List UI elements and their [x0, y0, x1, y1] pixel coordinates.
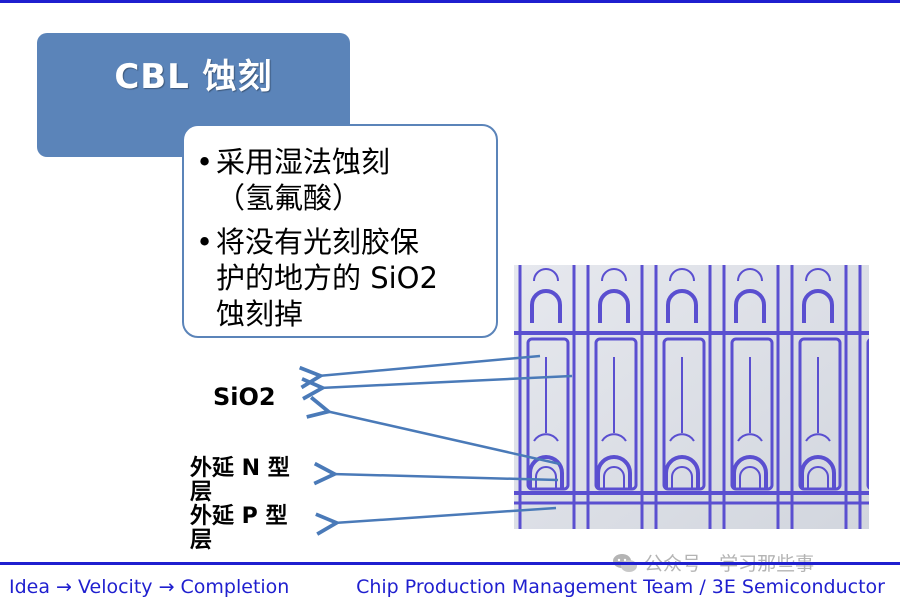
microscope-structure	[666, 289, 698, 323]
microscope-structure	[662, 337, 706, 491]
arrow-n-layer	[332, 474, 559, 480]
microscope-structure	[737, 433, 763, 442]
arrow-sio2-2	[320, 374, 573, 388]
microscope-structure	[800, 455, 836, 489]
microscope-structure	[669, 268, 695, 282]
bullet-text: 将没有光刻胶保 护的地方的 SiO2 蚀刻掉	[216, 225, 438, 331]
microscope-structure	[533, 433, 559, 442]
microscope-structure	[601, 268, 627, 282]
bottom-rule	[0, 562, 900, 565]
microscope-structure	[798, 337, 842, 491]
arrow-sio2-3	[326, 411, 561, 466]
microscope-structure	[526, 337, 570, 491]
microscope-structure	[730, 337, 774, 491]
footer-tagline: Idea → Velocity → Completion	[9, 576, 290, 598]
microscope-structure	[802, 289, 834, 323]
label-sio2: SiO2	[213, 383, 276, 411]
microscope-image	[514, 265, 869, 529]
microscope-structure	[739, 466, 761, 489]
microscope-structure	[596, 455, 632, 489]
bullet-box: • 采用湿法蚀刻 （氢氟酸） • 将没有光刻胶保 护的地方的 SiO2 蚀刻掉	[182, 124, 498, 338]
label-p-layer: 外延 P 型 层	[190, 504, 288, 553]
label-n-layer: 外延 N 型 层	[190, 456, 290, 505]
microscope-structure	[594, 337, 638, 491]
slide-title: CBL 蚀刻	[114, 57, 273, 97]
microscope-structure	[866, 338, 869, 490]
bullet-dot-icon: •	[196, 145, 214, 179]
microscope-structure	[598, 289, 630, 323]
microscope-structure	[805, 433, 831, 442]
arrow-sio2-1	[318, 354, 541, 376]
microscope-structure	[533, 268, 559, 282]
microscope-structure	[737, 268, 763, 282]
microscope-structure	[664, 455, 700, 489]
microscope-structure	[805, 268, 831, 282]
microscope-structure	[807, 466, 829, 489]
microscope-structure	[601, 433, 627, 442]
footer-team: Chip Production Management Team / 3E Sem…	[356, 576, 885, 598]
microscope-structure	[530, 289, 562, 323]
microscope-structure	[734, 289, 766, 323]
top-rule	[0, 0, 900, 3]
microscope-structure	[671, 466, 693, 489]
microscope-structure	[528, 455, 564, 489]
bullet-dot-icon: •	[196, 225, 214, 259]
bullet-text: 采用湿法蚀刻 （氢氟酸）	[216, 145, 391, 215]
microscope-structure	[603, 466, 625, 489]
microscope-structure	[732, 455, 768, 489]
microscope-structure	[535, 466, 557, 489]
arrow-p-layer	[334, 506, 557, 523]
microscope-structure	[669, 433, 695, 442]
